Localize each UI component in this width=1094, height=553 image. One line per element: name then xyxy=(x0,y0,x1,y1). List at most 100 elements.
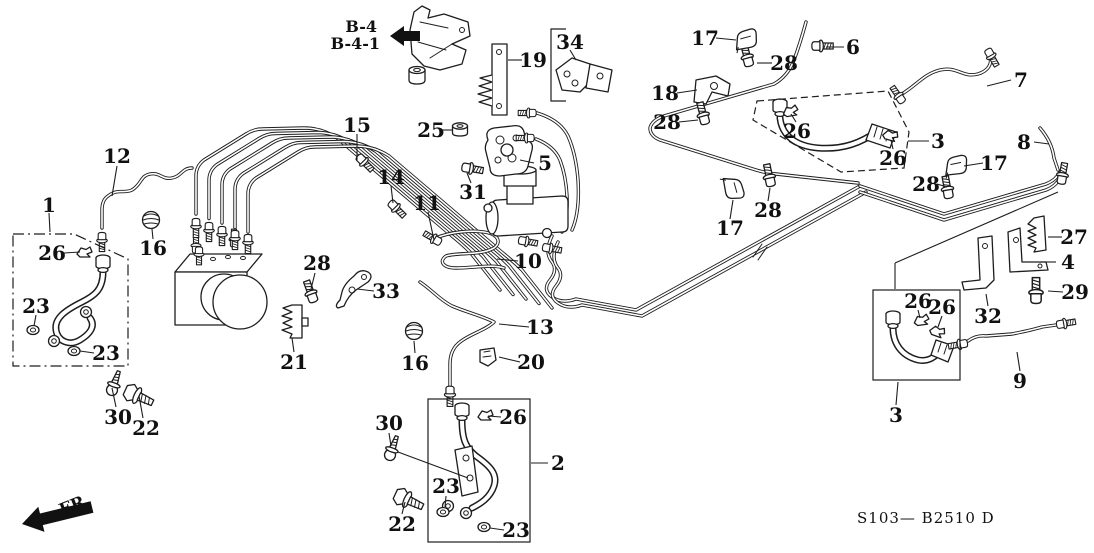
part-callout-26: 26 xyxy=(783,119,811,143)
leader-line xyxy=(1047,290,1064,293)
bolt-31 xyxy=(460,160,485,178)
pipe-break-tick xyxy=(752,243,768,261)
leader-line xyxy=(401,501,406,515)
part-callout-32: 32 xyxy=(974,304,1002,328)
part-callout-30: 30 xyxy=(375,411,403,435)
part-callout-7: 7 xyxy=(1014,68,1028,92)
leader-line xyxy=(715,37,737,41)
bolt-22-instances xyxy=(120,381,427,516)
part-callout-11: 11 xyxy=(413,191,441,215)
brake-pipe-front-left-12 xyxy=(100,166,194,230)
leader-line xyxy=(390,185,394,204)
leader-line xyxy=(151,228,154,240)
part-callout-4: 4 xyxy=(1061,250,1075,274)
proportioning-pipe-loop-10-11 xyxy=(434,229,506,270)
part-callout-25: 25 xyxy=(417,118,445,142)
part-callout-18: 18 xyxy=(651,81,679,105)
leader-line xyxy=(1033,141,1050,145)
box-part-3-installed xyxy=(752,90,910,173)
pipe-clamp-33 xyxy=(335,270,372,309)
part-callout-10: 10 xyxy=(514,249,542,273)
box-part-3-detail xyxy=(872,289,961,381)
part-callout-9: 9 xyxy=(1013,369,1027,393)
leader-line xyxy=(569,49,577,61)
part-callout-26: 26 xyxy=(904,289,932,313)
part-callout-20: 20 xyxy=(517,350,545,374)
leader-line xyxy=(936,183,948,188)
part-callout-8: 8 xyxy=(1017,130,1031,154)
leader-line xyxy=(676,89,698,94)
part-callout-28: 28 xyxy=(303,251,331,275)
part-callout-26: 26 xyxy=(38,241,66,265)
leader-line xyxy=(895,381,899,406)
bolt-29 xyxy=(1028,276,1044,305)
part-callout-1: 1 xyxy=(42,193,56,217)
leader-line xyxy=(413,340,416,354)
pipe-fittings xyxy=(96,39,1077,407)
part-callout-3: 3 xyxy=(931,129,945,153)
rear-brake-hose-2 xyxy=(441,402,499,520)
leader-line xyxy=(1016,351,1021,372)
fr-arrow-icon xyxy=(22,501,94,532)
part-callout-27: 27 xyxy=(1060,225,1088,249)
firewall-bracket-b4 xyxy=(408,5,471,85)
leader-line xyxy=(356,288,375,292)
leader-line xyxy=(489,527,505,531)
pipe-clamp-21 xyxy=(281,304,309,339)
part-callout-34: 34 xyxy=(556,30,584,54)
bracket-18 xyxy=(693,75,731,105)
part-callout-23: 23 xyxy=(432,474,460,498)
leader-line xyxy=(427,211,435,241)
leader-line xyxy=(496,258,519,262)
part-callout-16: 16 xyxy=(401,351,429,375)
part-callout-2: 2 xyxy=(551,451,565,475)
part-callout-23: 23 xyxy=(92,341,120,365)
brake-pipe-8 xyxy=(1039,127,1059,171)
leader-line xyxy=(790,113,797,123)
leader-line xyxy=(498,323,530,328)
pipe-bracket-19 xyxy=(477,43,508,116)
leader-line xyxy=(487,415,502,418)
part-callout-23: 23 xyxy=(502,518,530,542)
reference-boxes xyxy=(12,90,961,543)
part-callout-28: 28 xyxy=(754,198,782,222)
leader-line xyxy=(767,187,771,202)
leader-line xyxy=(111,387,117,408)
leader-line xyxy=(79,350,95,354)
brake-pipe-7 xyxy=(900,56,993,96)
leader-line xyxy=(890,139,894,150)
part-callout-28: 28 xyxy=(653,110,681,134)
junction-block-34 xyxy=(550,28,613,102)
leader-line xyxy=(138,395,144,419)
box-part-1 xyxy=(12,233,129,367)
leader-line xyxy=(388,432,392,447)
b4-ref-line2: B-4-1 xyxy=(331,34,380,53)
leader-line xyxy=(963,162,984,167)
hose-bracket xyxy=(454,445,479,497)
box-part-2 xyxy=(427,398,531,543)
part-callout-12: 12 xyxy=(103,144,131,168)
abs-modulator xyxy=(174,228,268,330)
clip-20 xyxy=(479,347,497,367)
fr-direction: FR. xyxy=(22,490,94,532)
leader-line xyxy=(678,119,699,123)
part-callout-26: 26 xyxy=(499,405,527,429)
front-brake-hose-1 xyxy=(47,254,111,348)
leader-line xyxy=(291,337,295,353)
leader-line xyxy=(444,495,447,508)
part-callout-28: 28 xyxy=(912,172,940,196)
part-callout-30: 30 xyxy=(104,405,132,429)
part-callout-33: 33 xyxy=(372,279,400,303)
part-callout-31: 31 xyxy=(459,180,487,204)
leader-line xyxy=(917,309,921,319)
part-callout-17: 17 xyxy=(716,216,744,240)
firewall-pipe-run xyxy=(648,20,860,185)
leader-line xyxy=(63,251,81,254)
b4-ref-line1: B-4 xyxy=(345,17,377,36)
leader-line xyxy=(111,165,118,197)
part-callout-3: 3 xyxy=(889,403,903,427)
part-callout-16: 16 xyxy=(139,236,167,260)
master-cylinder xyxy=(483,165,569,239)
